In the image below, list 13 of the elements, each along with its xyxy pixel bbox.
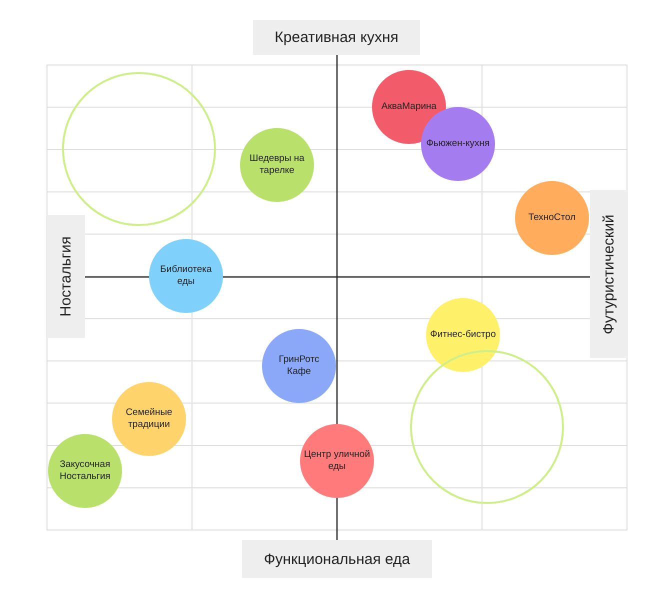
brand-circle: Центр уличной еды [300, 424, 374, 498]
brand-circle: Закусочная Ностальгия [48, 434, 122, 508]
brand-circle: Семейные традиции [112, 382, 186, 456]
brand-circle: Шедевры на тарелке [240, 128, 314, 202]
brand-circle: ГринРотс Кафе [262, 329, 336, 403]
axis-label: Ностальгия [47, 215, 85, 338]
brand-circle: Фитнес-бистро [426, 298, 500, 372]
brand-circle: ТехноСтол [515, 181, 589, 255]
axis-label: Функциональная еда [242, 540, 432, 578]
axis-label: Футуристический [590, 190, 628, 358]
axis-label: Креативная кухня [253, 20, 420, 55]
brand-circle: Библиотека еды [149, 239, 223, 313]
empty-circle [410, 350, 564, 504]
